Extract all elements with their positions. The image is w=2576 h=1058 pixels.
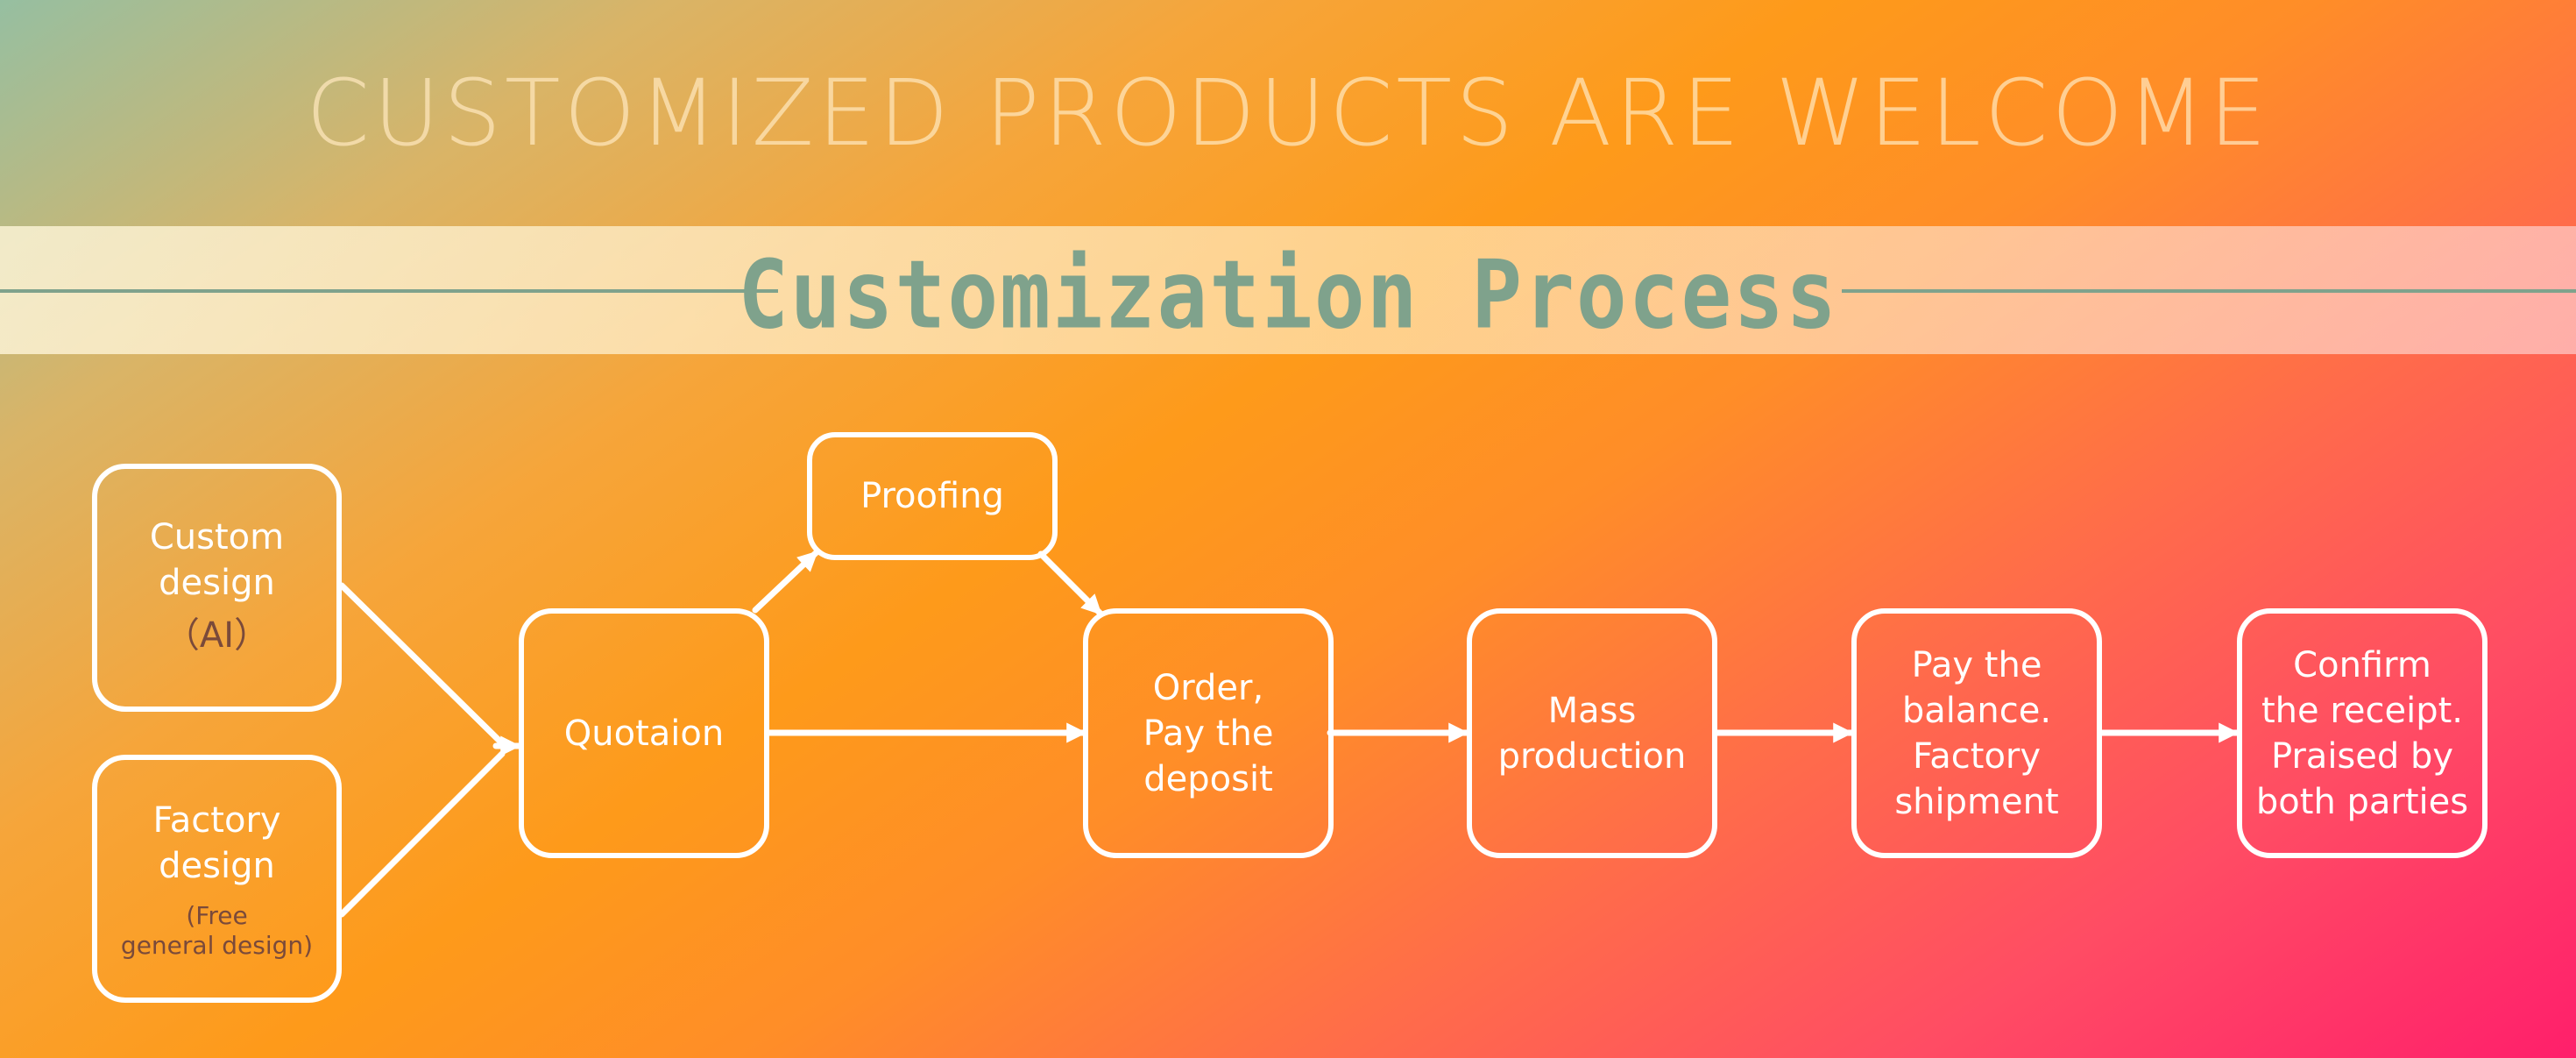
node-pay-balance: Pay the balance. Factory shipment [1851,608,2102,858]
node-label: Quotaion [563,713,725,754]
node-label: Praised by [2270,735,2454,777]
node-label: Order, [1152,667,1264,708]
node-label: Confirm [2293,644,2431,685]
node-factory-design: Factory design (Free general design) [92,755,342,1003]
title-rule-left [0,289,778,293]
node-quotation: Quotaion [519,608,769,858]
node-label: design [159,562,275,603]
node-label: the receipt. [2261,690,2464,731]
node-label: both parties [2255,781,2469,822]
arrow-quotation-to-proofing [752,549,820,614]
section-title-band: Customization Process [0,226,2576,354]
node-label: Factory [1912,735,2042,777]
node-custom-design: Custom design （AI） [92,464,342,712]
node-label: Pay the [1911,644,2042,685]
node-label: balance. [1901,690,2052,731]
arrow-proofing-to-order [1037,550,1104,617]
section-title: Customization Process [738,240,1838,351]
node-label: Factory [152,799,281,841]
node-label: Pay the [1143,713,1274,754]
node-mass-production: Mass production [1467,608,1717,858]
connector-custom-design-merge [338,582,506,747]
node-label: Custom [149,516,285,557]
node-proofing: Proofing [807,432,1058,560]
node-note: (Free [186,900,248,930]
node-label: design [159,845,275,886]
node-note: （AI） [164,614,270,656]
node-note: general design) [120,930,314,960]
headline: CUSTOMIZED PRODUCTS ARE WELCOME [306,60,2270,167]
node-label: deposit [1143,758,1273,799]
node-order: Order, Pay the deposit [1083,608,1334,858]
node-label: production [1497,735,1687,777]
node-confirm-receipt: Confirm the receipt. Praised by both par… [2237,608,2488,858]
node-label: Proofing [860,476,1004,516]
node-label: shipment [1894,781,2059,822]
connector-factory-design-merge [338,750,506,918]
node-label: Mass [1547,690,1637,731]
title-rule-right [1842,289,2576,293]
